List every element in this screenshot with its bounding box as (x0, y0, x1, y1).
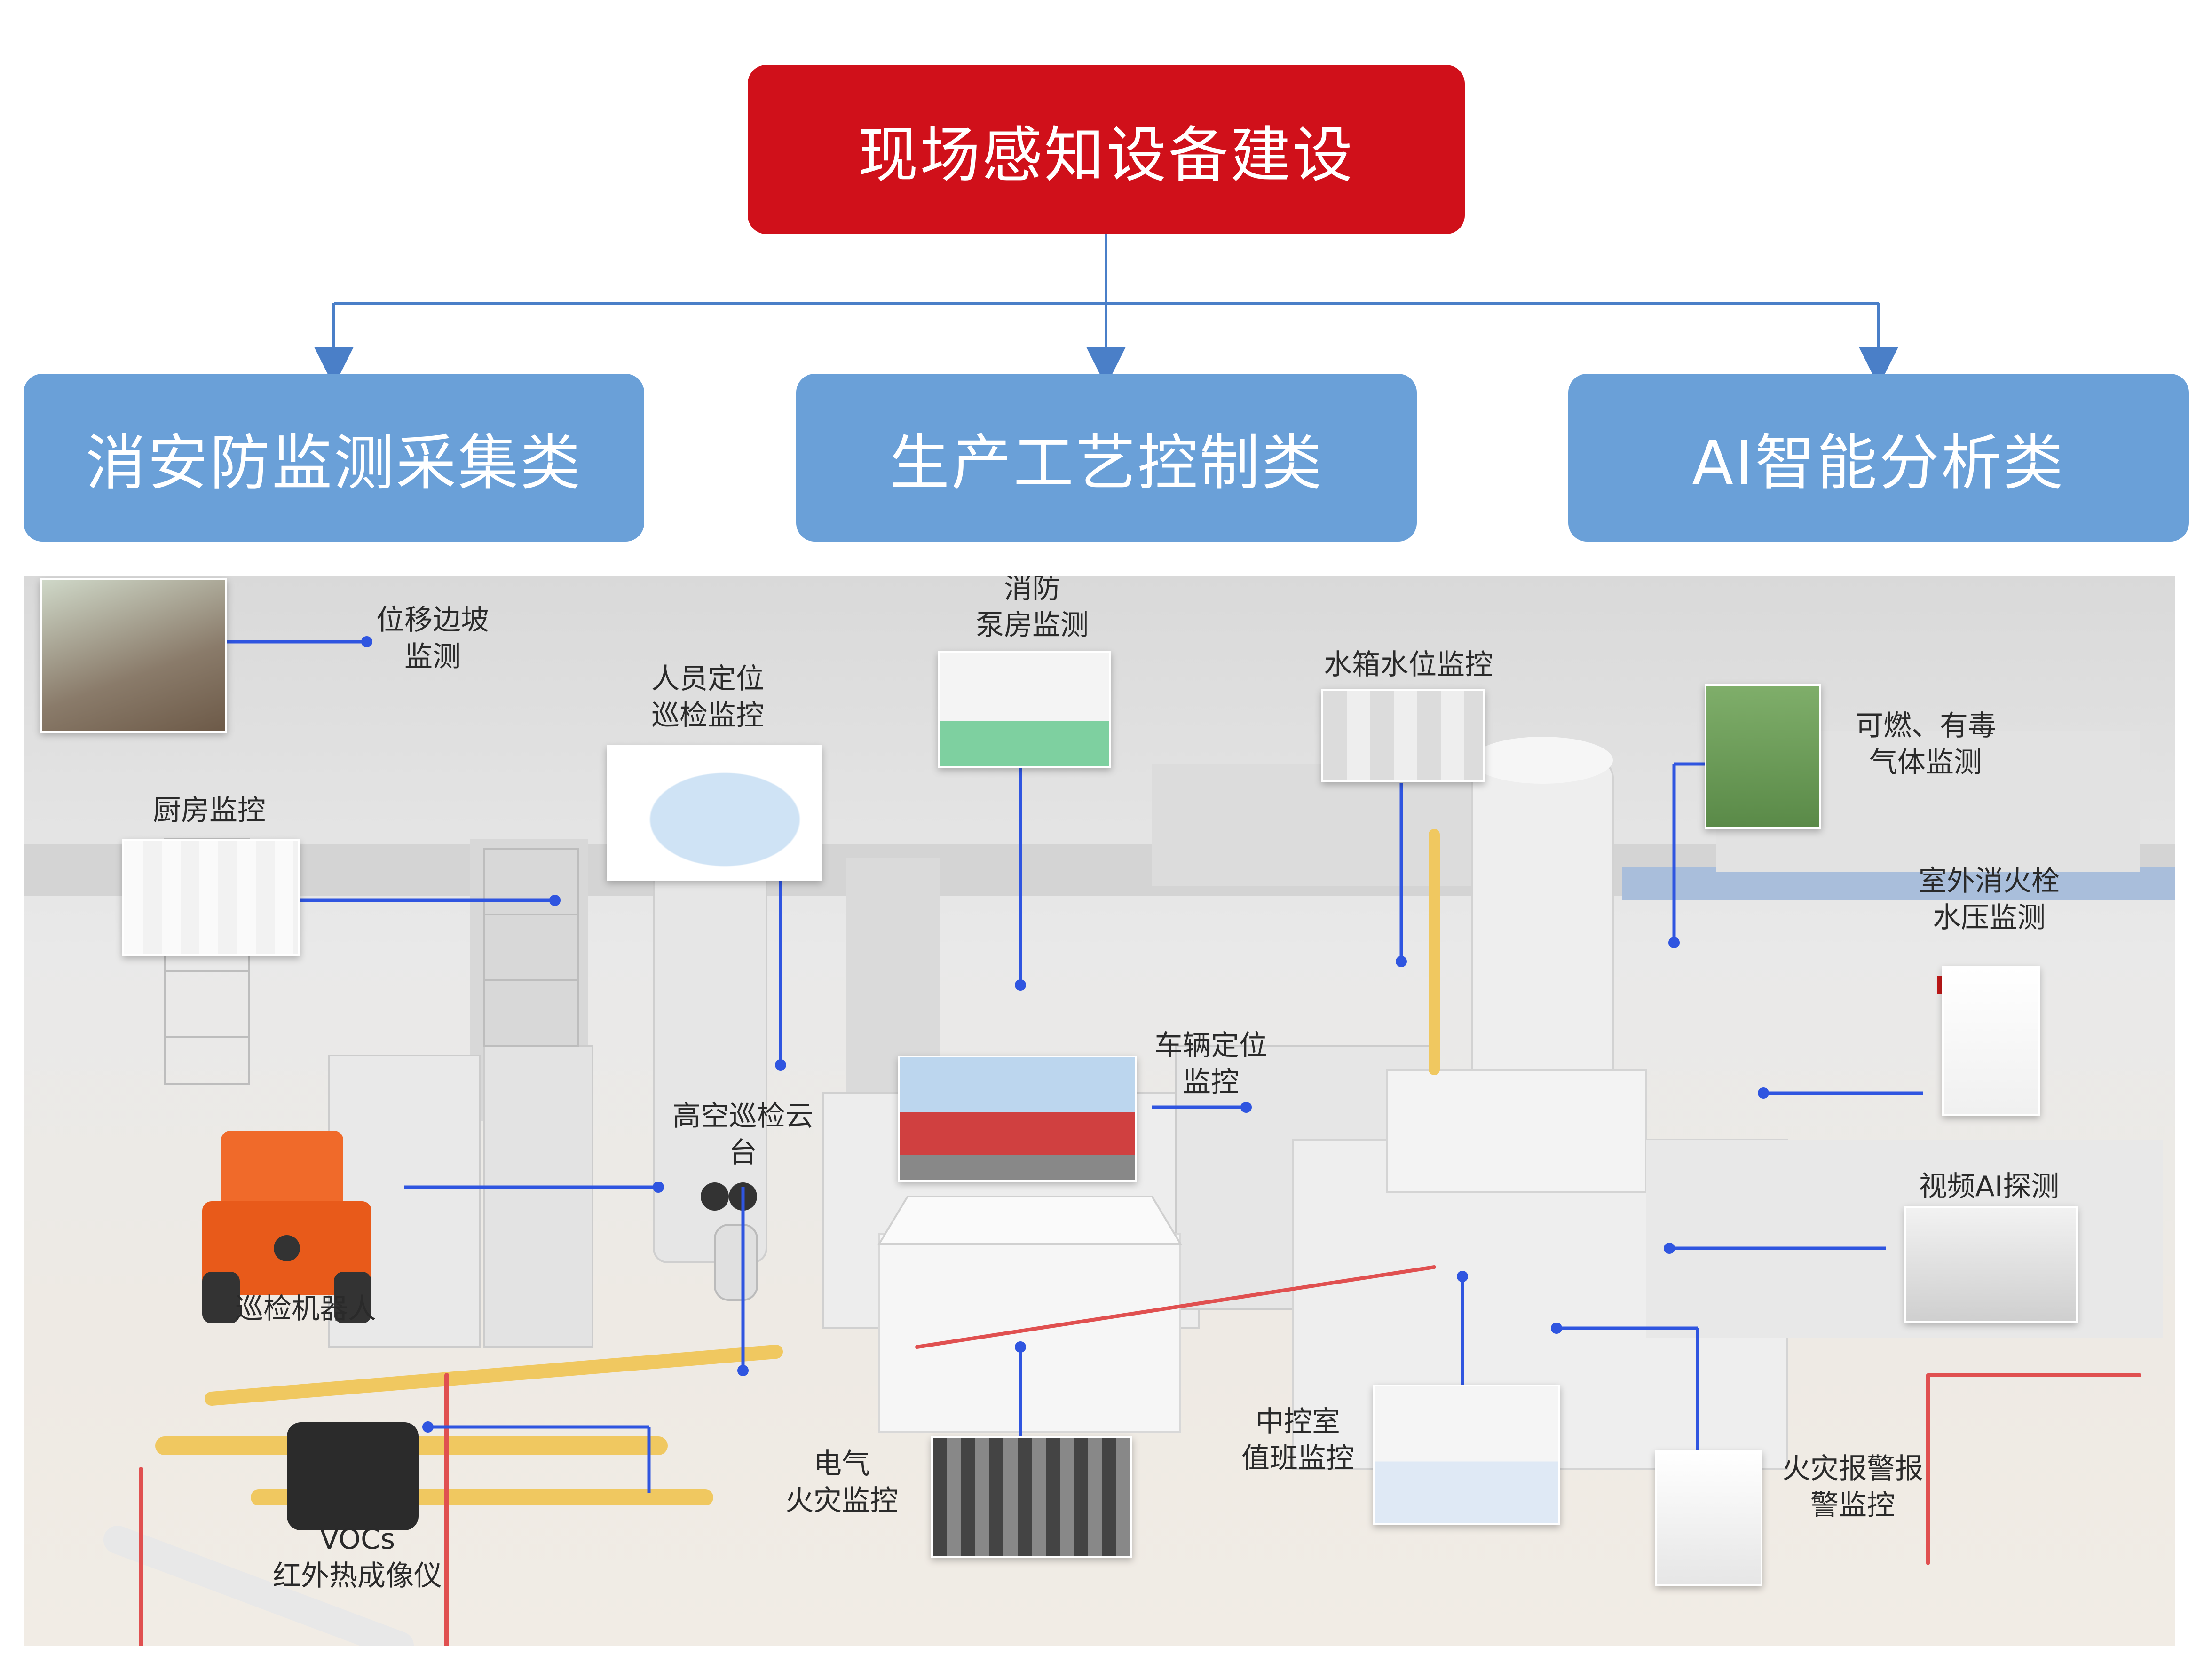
fire-alarm-panel-photo (1655, 1450, 1762, 1586)
category-ai-analysis: AI智能分析类 (1568, 374, 2189, 542)
plant-scene: 位移边坡 监测 人员定位 巡检监控 消防 泵房监测 水箱水位监控 可燃、有毒 气… (24, 576, 2175, 1646)
device-label-video-ai: 视频AI探测 (1919, 1170, 2060, 1203)
root-node: 现场感知设备建设 (748, 65, 1465, 234)
gas-detector-photo (1705, 684, 1821, 829)
device-label-hydrant-pressure: 室外消火栓 水压监测 (1919, 865, 2060, 934)
tree-connectors (314, 234, 1898, 376)
slope-monitor-photo (40, 578, 227, 733)
personnel-tracking-screen (607, 745, 822, 881)
device-label-patrol-robot: 巡检机器人 (235, 1292, 376, 1325)
fire-pump-room-photo (938, 651, 1111, 768)
device-label-control-room: 中控室 值班监控 (1241, 1405, 1354, 1475)
fire-truck-photo (898, 1056, 1137, 1182)
kitchen-monitor-photo (122, 839, 300, 956)
hydrant-photo (1942, 966, 2040, 1116)
device-label-gas-detection: 可燃、有毒 气体监测 (1855, 709, 1996, 779)
category-label: AI智能分析类 (1692, 428, 2065, 498)
device-label-high-altitude-ptz: 高空巡检云 台 (672, 1100, 814, 1169)
category-safety-monitoring: 消安防监测采集类 (24, 374, 644, 542)
device-label-kitchen: 厨房监控 (153, 794, 266, 827)
category-label: 消安防监测采集类 (85, 428, 582, 498)
category-production-control: 生产工艺控制类 (796, 374, 1417, 542)
device-label-slope-displacement: 位移边坡 监测 (376, 604, 489, 673)
category-label: 生产工艺控制类 (889, 428, 1324, 498)
device-label-vocs-thermal: VOCs 红外热成像仪 (273, 1523, 442, 1592)
device-label-vehicle-positioning: 车辆定位 监控 (1154, 1029, 1267, 1099)
control-room-photo (1373, 1385, 1560, 1525)
device-label-water-tank-level: 水箱水位监控 (1324, 648, 1493, 681)
water-tank-photo (1321, 689, 1485, 782)
root-label: 现场感知设备建设 (858, 120, 1355, 190)
device-label-personnel-tracking: 人员定位 巡检监控 (651, 662, 764, 732)
device-label-electrical-fire: 电气 火灾监控 (785, 1448, 898, 1517)
device-label-fire-pump-room: 消防 泵房监测 (976, 576, 1089, 642)
ai-camera-photo (1904, 1206, 2078, 1323)
device-label-fire-alarm: 火灾报警报 警监控 (1782, 1452, 1923, 1522)
electrical-room-photo (931, 1436, 1132, 1558)
